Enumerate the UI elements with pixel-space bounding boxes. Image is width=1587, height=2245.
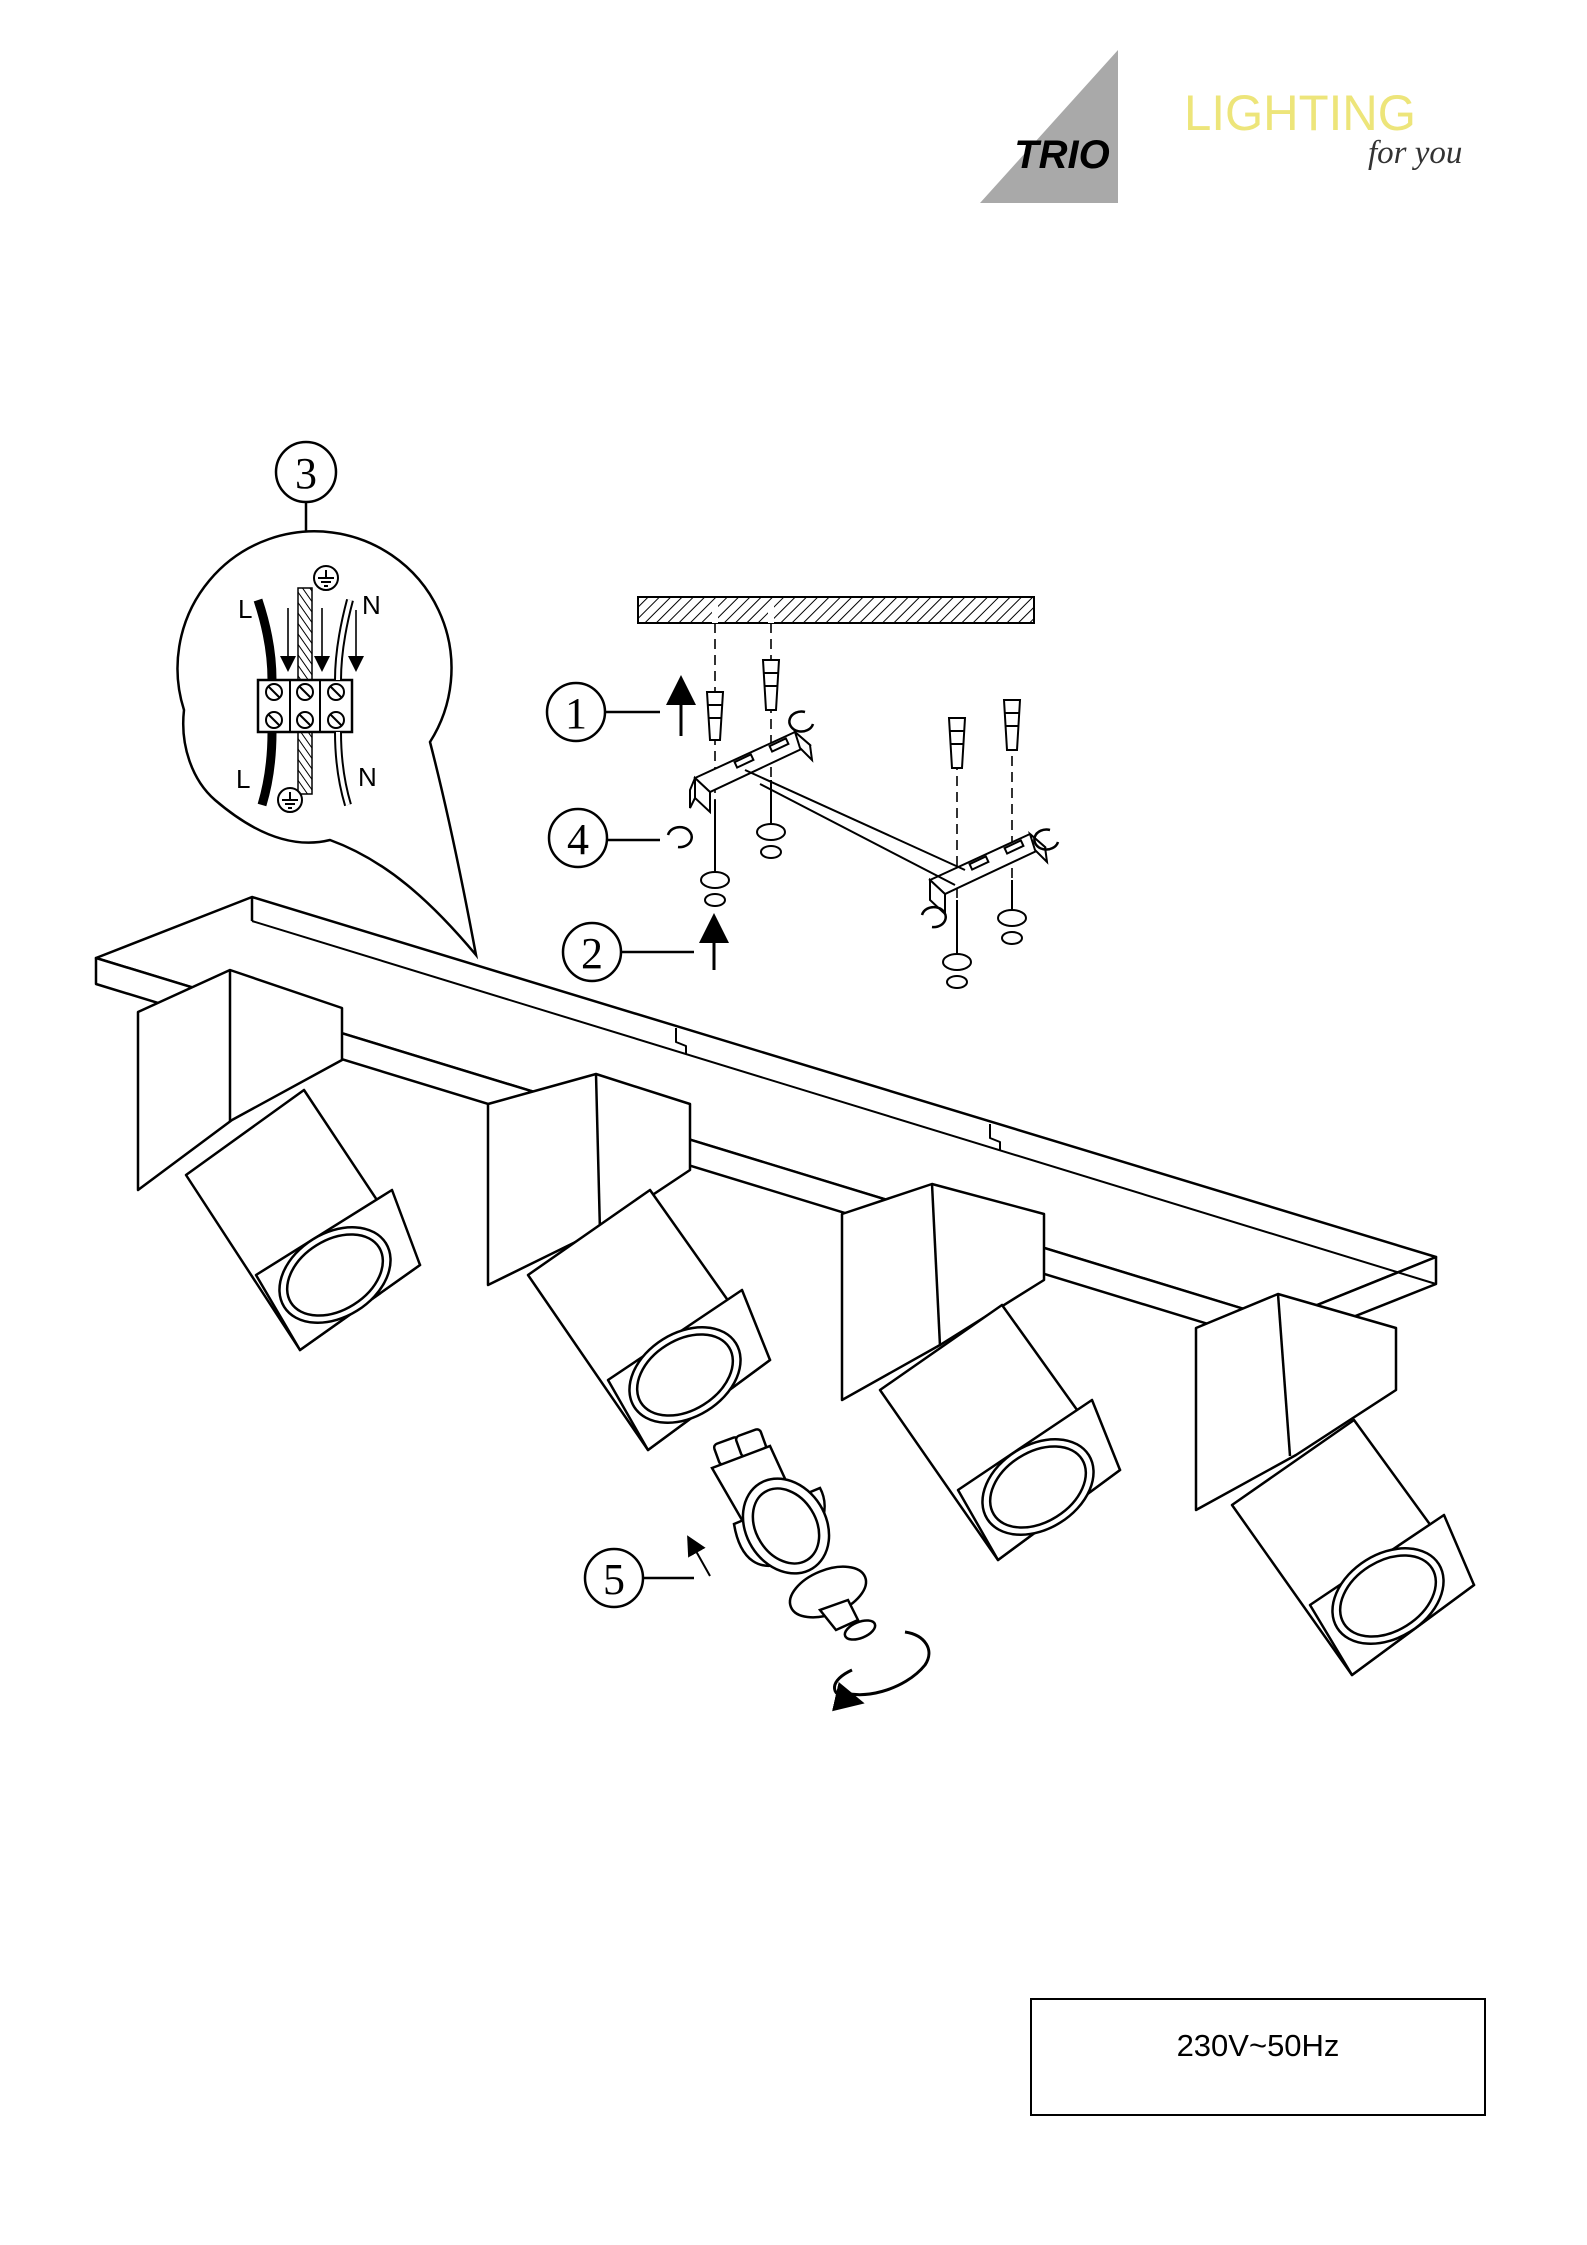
- live-label-top: L: [238, 594, 252, 624]
- bulb-detail: 5: [585, 1428, 929, 1700]
- mounting-detail: 1 4 2: [547, 597, 1058, 988]
- voltage-rating-text: 230V~50Hz: [1032, 2028, 1484, 2064]
- logo-triangle: [980, 50, 1118, 203]
- screw-icon: [943, 900, 971, 988]
- wall-plug-icon: [1004, 700, 1020, 750]
- callout-3-number: 3: [295, 449, 317, 498]
- screw-icon: [757, 780, 785, 858]
- callout-1-number: 1: [565, 689, 587, 738]
- trio-logo: TRIO LIGHTING for you: [980, 50, 1462, 203]
- callout-5-number: 5: [603, 1555, 625, 1604]
- wall-plug-icon: [949, 718, 965, 768]
- voltage-rating-box: 230V~50Hz: [1030, 1998, 1486, 2116]
- live-label-bottom: L: [236, 764, 250, 794]
- callout-4-number: 4: [567, 815, 589, 864]
- rotate-icon: [834, 1632, 928, 1700]
- earth-ground-icon: [314, 566, 338, 590]
- callout-2-number: 2: [581, 929, 603, 978]
- terminal-block: [258, 680, 352, 732]
- gu10-bulb-icon: [712, 1428, 846, 1589]
- wall-plug-icon: [763, 660, 779, 710]
- spot-head-4: [1196, 1294, 1474, 1675]
- insert-arrow-icon: [692, 1544, 710, 1576]
- ceiling: [638, 597, 1034, 623]
- logo-foryou-text: for you: [1368, 135, 1462, 171]
- magnifier-bubble: [178, 531, 476, 955]
- earth-wire-bottom: [298, 732, 312, 794]
- mounting-bracket-right: [930, 834, 1047, 914]
- wiring-detail: 3: [178, 442, 476, 955]
- wall-plug-icon: [707, 692, 723, 740]
- rotate-icon: [668, 712, 1058, 928]
- logo-lighting-text: LIGHTING: [1184, 85, 1416, 141]
- neutral-label-top: N: [362, 590, 381, 620]
- earth-wire-top: [298, 588, 312, 680]
- logo-brand-text: TRIO: [1014, 133, 1110, 177]
- neutral-label-bottom: N: [358, 762, 377, 792]
- earth-ground-icon: [278, 788, 302, 812]
- screw-icon: [998, 880, 1026, 944]
- screw-icon: [701, 800, 729, 906]
